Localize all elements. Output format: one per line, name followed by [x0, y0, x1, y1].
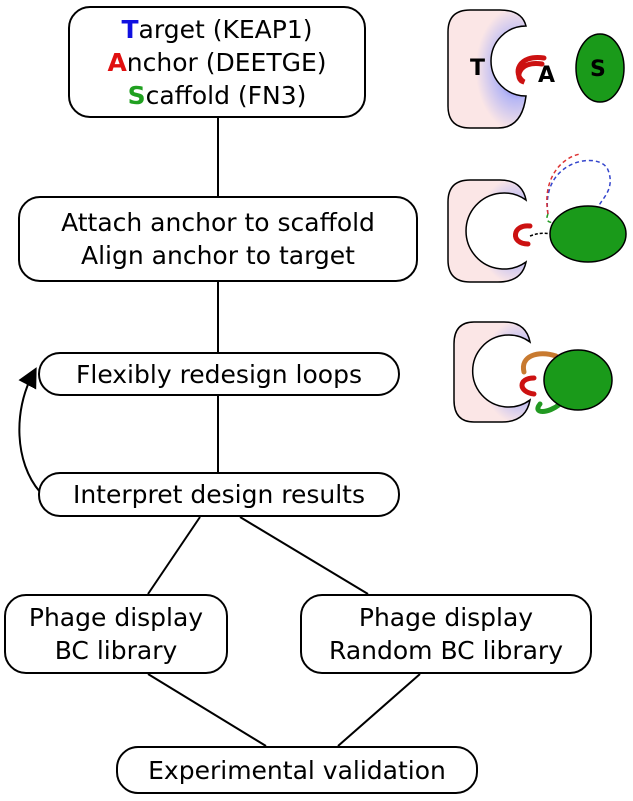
scaffold-shape-2 — [549, 205, 627, 263]
connector-interpret-bc — [147, 516, 201, 595]
attach-line: Attach anchor to scaffold — [61, 208, 375, 237]
scaffold-initial: S — [127, 80, 146, 110]
redesign-line: Flexibly redesign loops — [76, 359, 362, 389]
scaffold-text: caffold (FN3) — [145, 80, 307, 110]
anchor-shape-2 — [513, 223, 533, 247]
anchor-text: nchor (DEETGE) — [126, 47, 327, 77]
illustration-components: T A S — [447, 9, 625, 129]
scaffold-label: S — [590, 57, 606, 82]
connector-random-validation — [337, 673, 421, 747]
illustration-redesigned — [453, 321, 613, 423]
anchor-initial: A — [107, 47, 127, 77]
feedback-arrow — [18, 367, 41, 493]
dashed-loop-top-red — [546, 153, 581, 215]
flow-connectors — [147, 118, 421, 747]
target-shape-2 — [447, 179, 528, 283]
target-line: Target (KEAP1) — [121, 13, 312, 46]
attach-align-box: Attach anchor to scaffold Align anchor t… — [18, 196, 418, 282]
scaffold-shape-3 — [543, 349, 613, 411]
green-loop — [535, 401, 563, 414]
dashed-loop-green — [546, 213, 561, 224]
interpret-line: Interpret design results — [72, 480, 366, 509]
interpret-results-box: Interpret design results — [38, 472, 400, 517]
redesign-loops-box: Flexibly redesign loops — [38, 352, 400, 396]
scaffold-line: Scaffold (FN3) — [128, 79, 307, 112]
anchor-shape-1 — [515, 55, 547, 85]
scaffold-shape-1 — [575, 33, 625, 103]
target-text: arget (KEAP1) — [138, 14, 313, 44]
phage-bc-line-1: Phage display — [28, 603, 204, 632]
phage-random-line-2: Random BC library — [329, 636, 563, 665]
target-shape-3 — [453, 321, 532, 423]
phage-random-line-1: Phage display — [358, 603, 534, 632]
target-shape-1 — [447, 9, 527, 129]
phage-random-bc-library-box: Phage display Random BC library — [300, 594, 592, 674]
anchor-label: A — [538, 63, 555, 88]
anchor-shape-3 — [519, 375, 537, 397]
connector-interpret-random — [239, 516, 369, 595]
target-label: T — [470, 56, 485, 81]
anchor-line: Anchor (DEETGE) — [107, 46, 326, 79]
orange-loop — [520, 351, 559, 375]
phage-bc-library-box: Phage display BC library — [4, 594, 228, 674]
align-line: Align anchor to target — [81, 241, 355, 270]
dashed-loop-top — [546, 159, 611, 215]
inputs-box: Target (KEAP1) Anchor (DEETGE) Scaffold … — [68, 6, 366, 118]
connector-bc-validation — [147, 673, 267, 747]
illustration-attached — [447, 153, 627, 283]
validation-line: Experimental validation — [148, 755, 446, 785]
experimental-validation-box: Experimental validation — [116, 746, 478, 794]
target-initial: T — [121, 14, 139, 44]
phage-bc-line-2: BC library — [54, 636, 178, 665]
